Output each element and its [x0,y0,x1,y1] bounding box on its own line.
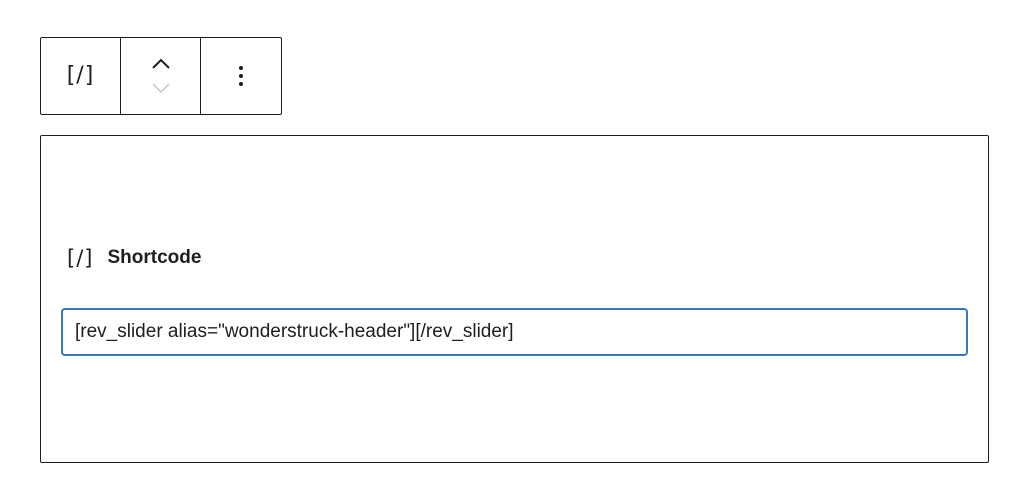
chevron-down-icon [151,83,170,94]
shortcode-input[interactable] [61,308,968,356]
shortcode-icon: [/] [66,63,95,88]
shortcode-block[interactable]: [/] Shortcode [40,135,989,463]
more-vertical-icon [239,66,243,86]
move-up-button[interactable] [141,52,181,76]
block-title: Shortcode [107,247,202,268]
block-toolbar: [/] [40,37,282,115]
options-button[interactable] [201,38,281,114]
chevron-up-icon [151,58,170,69]
block-movers [121,38,201,114]
block-type-button[interactable]: [/] [41,38,121,114]
shortcode-icon: [/] [67,245,94,270]
block-label: [/] Shortcode [67,247,201,269]
move-down-button[interactable] [141,76,181,100]
